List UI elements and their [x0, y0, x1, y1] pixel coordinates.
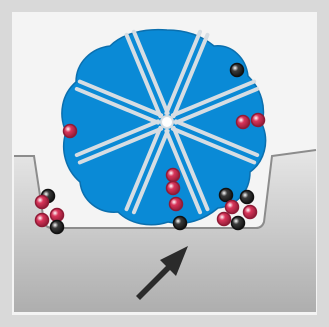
red-particle	[36, 214, 49, 227]
red-particle	[218, 213, 231, 226]
dark-particle	[174, 217, 187, 230]
rotor	[62, 30, 266, 225]
dark-particle	[51, 221, 64, 234]
red-particle	[36, 196, 49, 209]
dark-particle	[231, 64, 244, 77]
red-particle	[237, 116, 250, 129]
red-particle	[167, 182, 180, 195]
dark-particle	[241, 191, 254, 204]
red-particle	[244, 206, 257, 219]
rotor-hub	[161, 116, 173, 128]
red-particle	[252, 114, 265, 127]
red-particle	[64, 125, 77, 138]
dark-particle	[232, 217, 245, 230]
red-particle	[170, 198, 183, 211]
dark-particle	[220, 189, 233, 202]
red-particle	[167, 169, 180, 182]
red-particle	[51, 209, 64, 222]
red-particle	[226, 201, 239, 214]
